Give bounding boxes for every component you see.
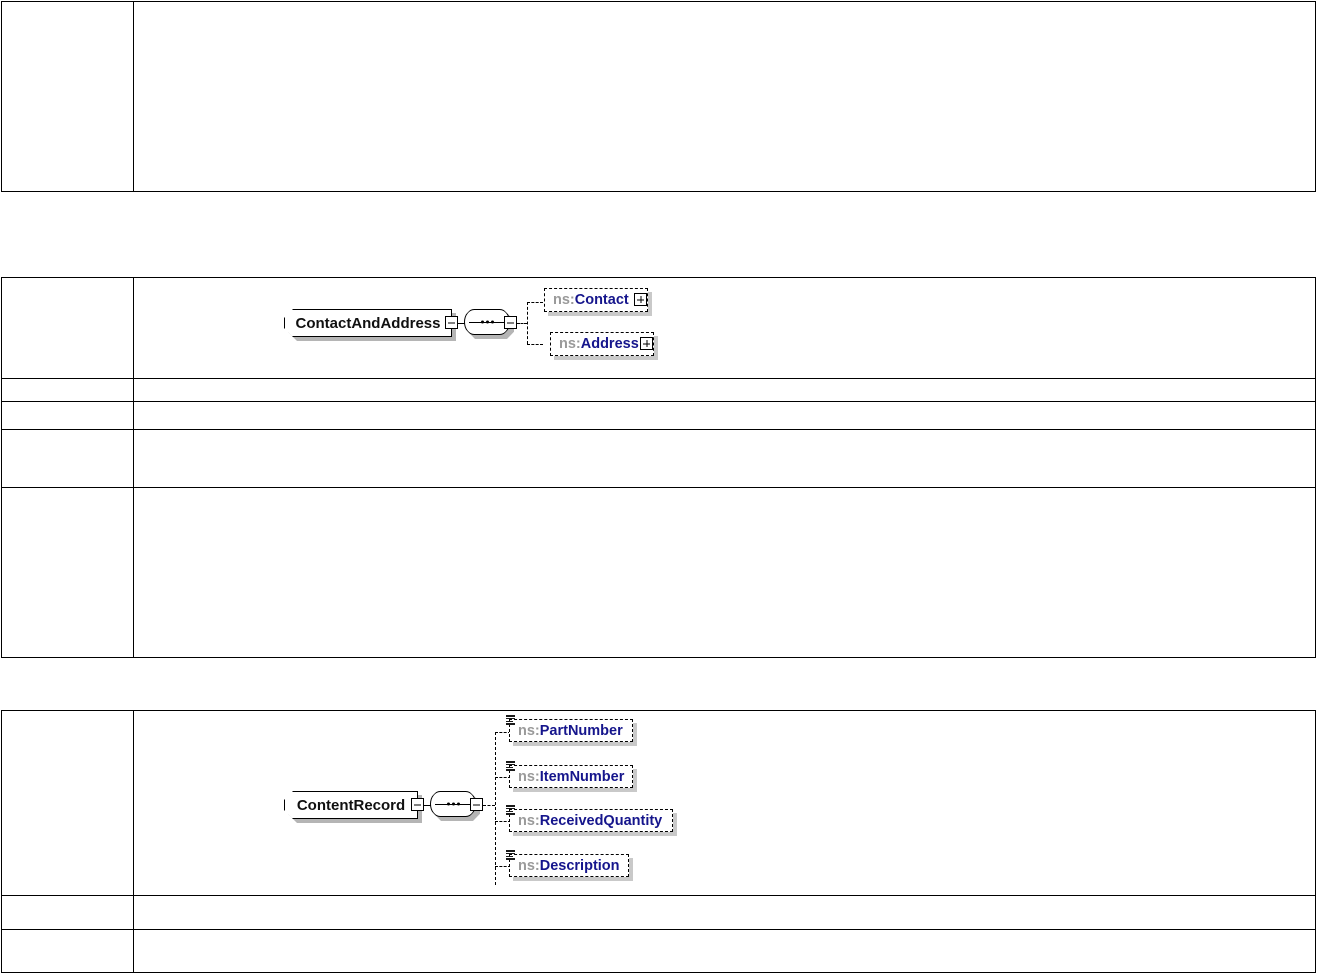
element-name: ReceivedQuantity <box>539 812 663 829</box>
table-cell-content <box>133 429 1316 488</box>
contact-and-address-diagram: ContactAndAddress <box>134 278 1315 378</box>
table-cell-label <box>1 1 134 192</box>
collapse-box-icon[interactable] <box>411 798 424 811</box>
element-box-description[interactable]: ns:Description <box>509 854 629 877</box>
element-name: PartNumber <box>539 722 623 739</box>
element-label-description: ns:Description <box>510 858 620 874</box>
element-box-address[interactable]: ns:Address <box>550 332 654 356</box>
connector-to-description <box>495 866 511 867</box>
root-complextype-box[interactable]: ContactAndAddress <box>284 309 452 337</box>
element-name: Description <box>539 857 620 874</box>
namespace-prefix: ns: <box>518 768 540 785</box>
connector-sequence-spine <box>517 323 527 324</box>
connector-to-partnumber <box>495 732 511 733</box>
connector-to-contact <box>527 302 543 303</box>
element-box-itemnumber[interactable]: ns:ItemNumber <box>509 765 633 788</box>
table-cell-label <box>1 378 134 403</box>
table-cell-label <box>1 486 134 659</box>
namespace-prefix: ns: <box>518 812 540 829</box>
table-cell-label <box>1 928 134 974</box>
documentation-table-2: ContactAndAddress <box>1 276 1316 659</box>
element-label-receivedquantity: ns:ReceivedQuantity <box>510 813 662 829</box>
sequence-node-icon[interactable] <box>430 791 476 817</box>
collapse-box-icon[interactable] <box>445 316 458 329</box>
connector-to-address <box>527 344 543 345</box>
root-box-label: ContactAndAddress <box>295 314 441 332</box>
table-cell-diagram: ContactAndAddress <box>133 276 1316 380</box>
table-row: ContactAndAddress <box>1 276 1316 380</box>
table-row <box>1 486 1316 659</box>
element-box-contact[interactable]: ns:Contact <box>544 288 648 312</box>
collapse-box-icon[interactable] <box>504 316 517 329</box>
element-label-itemnumber: ns:ItemNumber <box>510 769 624 785</box>
element-label-partnumber: ns:PartNumber <box>510 723 623 739</box>
table-row <box>1 378 1316 403</box>
connector-to-itemnumber <box>495 777 511 778</box>
collapse-box-icon[interactable] <box>470 798 483 811</box>
table-row <box>1 894 1316 930</box>
table-row: ContentRecord <box>1 710 1316 896</box>
connector-to-receivedquantity <box>495 821 511 822</box>
root-complextype-box[interactable]: ContentRecord <box>284 791 418 819</box>
namespace-prefix: ns: <box>518 722 540 739</box>
root-box-label: ContentRecord <box>296 796 406 814</box>
documentation-table-1 <box>1 1 1316 192</box>
documentation-table-3: ContentRecord <box>1 710 1316 974</box>
table-row <box>1 928 1316 974</box>
table-row <box>1 429 1316 488</box>
table-cell-content <box>133 378 1316 403</box>
element-name: Contact <box>574 292 629 308</box>
table-cell-content <box>133 928 1316 974</box>
table-cell-content <box>133 894 1316 930</box>
connector-branch-spine <box>527 302 528 344</box>
element-label-address: ns:Address <box>551 336 639 352</box>
table-cell-content <box>133 486 1316 659</box>
connector-sequence-spine <box>483 805 495 806</box>
element-box-receivedquantity[interactable]: ns:ReceivedQuantity <box>509 809 673 832</box>
namespace-prefix: ns: <box>559 336 581 352</box>
sequence-dots <box>431 803 475 806</box>
element-name: ItemNumber <box>539 768 625 785</box>
table-cell-content <box>133 1 1316 192</box>
namespace-prefix: ns: <box>518 857 540 874</box>
sequence-dots <box>465 321 509 324</box>
element-label-contact: ns:Contact <box>545 292 629 308</box>
table-row <box>1 1 1316 192</box>
table-cell-label <box>1 276 134 380</box>
table-cell-label <box>1 894 134 930</box>
table-cell-diagram: ContentRecord <box>133 710 1316 896</box>
namespace-prefix: ns: <box>553 292 575 308</box>
table-cell-label <box>1 401 134 431</box>
connector-branch-spine <box>495 732 496 885</box>
table-row <box>1 401 1316 431</box>
content-record-diagram: ContentRecord <box>134 711 1315 895</box>
table-cell-label <box>1 710 134 896</box>
expand-box-icon[interactable] <box>634 293 647 306</box>
table-cell-content <box>133 401 1316 431</box>
element-name: Address <box>580 336 639 352</box>
table-cell-label <box>1 429 134 488</box>
expand-box-icon[interactable] <box>640 337 653 350</box>
element-box-partnumber[interactable]: ns:PartNumber <box>509 719 633 742</box>
